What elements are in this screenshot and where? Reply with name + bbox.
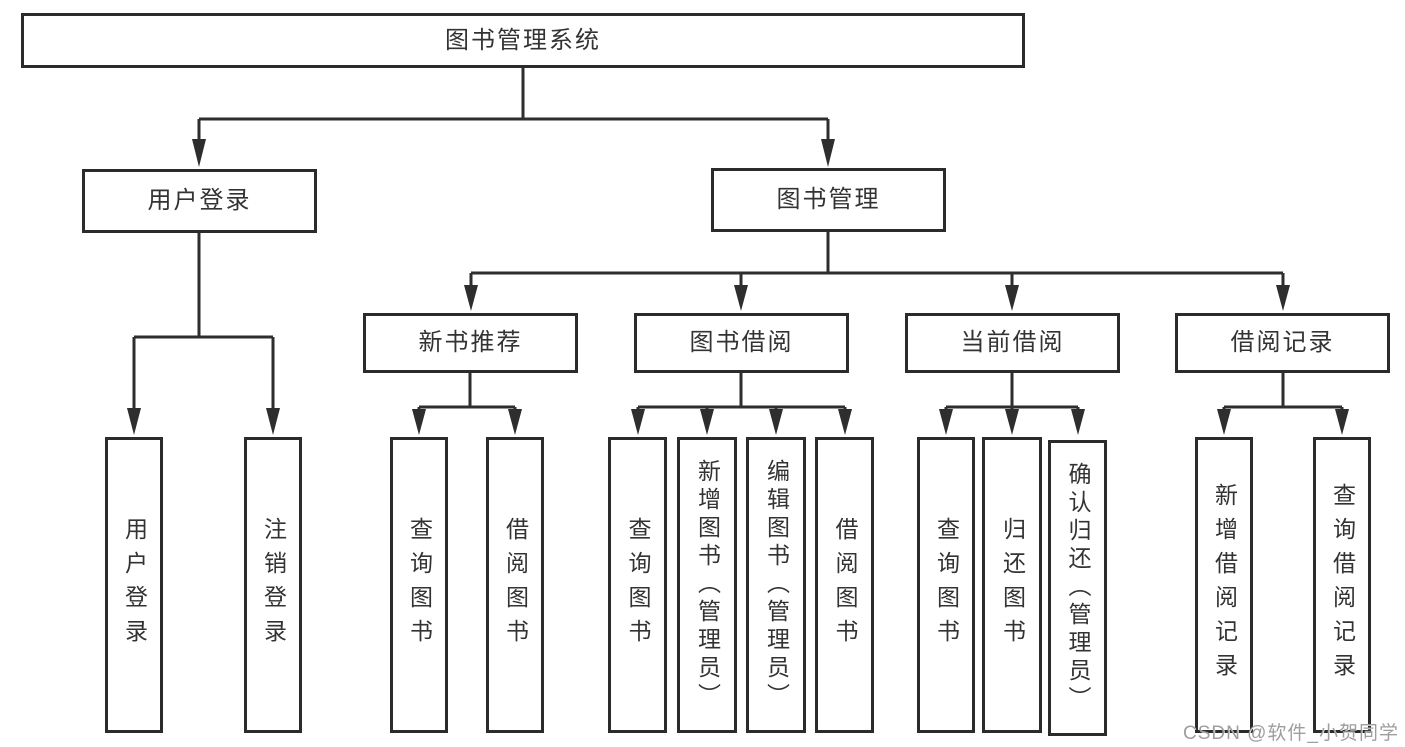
leaf-borrow-book: 借阅图书 (815, 437, 874, 733)
node-current-borrow: 当前借阅 (905, 313, 1120, 373)
leaf-return-book: 归还图书 (982, 437, 1042, 733)
node-root-library-system: 图书管理系统 (21, 13, 1025, 68)
arrowhead-return-book (1005, 409, 1019, 435)
leaf-query-book-current: 查询图书 (917, 437, 975, 733)
leaf-query-book-recommend: 查询图书 (390, 437, 448, 733)
leaf-query-book-borrow: 查询图书 (608, 437, 667, 733)
arrowhead-edit-book (769, 409, 783, 435)
leaf-borrow-book-recommend: 借阅图书 (486, 437, 544, 733)
arrowhead-borrow-record (1276, 285, 1290, 311)
arrowhead-query-book-3 (939, 409, 953, 435)
connector-user-login-branch (132, 233, 275, 412)
connector-current-borrow-branch (944, 373, 1080, 414)
arrowhead-query-record (1335, 409, 1349, 435)
leaf-user-login: 用户登录 (105, 437, 163, 733)
leaf-add-borrow-record: 新增借阅记录 (1195, 437, 1253, 733)
arrowhead-query-book-2 (631, 409, 645, 435)
leaf-edit-book-admin: 编辑图书（管理员） (746, 437, 806, 733)
arrowhead-leaf-user-login (127, 408, 141, 435)
arrowhead-new-book-rec (464, 285, 478, 311)
connector-book-mgmt-branch (469, 232, 1285, 287)
leaf-logout: 注销登录 (244, 437, 302, 733)
leaf-query-borrow-record: 查询借阅记录 (1313, 437, 1371, 733)
arrowhead-book-borrow (734, 285, 748, 311)
arrowhead-borrow-book-2 (838, 409, 852, 435)
node-new-book-recommend: 新书推荐 (363, 313, 578, 373)
connector-root-branch (197, 68, 830, 145)
leaf-confirm-return-admin: 确认归还（管理员） (1048, 440, 1107, 736)
arrowhead-confirm-return (1071, 409, 1085, 435)
arrowhead-book-mgmt (821, 139, 835, 167)
arrowhead-add-book (700, 409, 714, 435)
node-borrow-record: 借阅记录 (1175, 313, 1390, 373)
arrowhead-current-borrow (1005, 285, 1019, 311)
leaf-add-book-admin: 新增图书（管理员） (677, 437, 737, 733)
arrowhead-query-book-1 (412, 409, 426, 435)
connector-book-borrow-branch (636, 373, 847, 414)
node-book-management: 图书管理 (711, 168, 946, 232)
arrowhead-user-login (192, 139, 206, 167)
csdn-watermark: CSDN @软件_小贺同学 (1183, 723, 1399, 744)
connector-borrow-record-branch (1222, 373, 1344, 414)
arrowhead-leaf-logout (266, 408, 280, 435)
arrowhead-add-record (1217, 409, 1231, 435)
connector-new-book-rec-branch (417, 373, 517, 414)
node-user-login: 用户登录 (82, 169, 317, 233)
node-book-borrow: 图书借阅 (634, 313, 849, 373)
arrowhead-borrow-book-1 (508, 409, 522, 435)
